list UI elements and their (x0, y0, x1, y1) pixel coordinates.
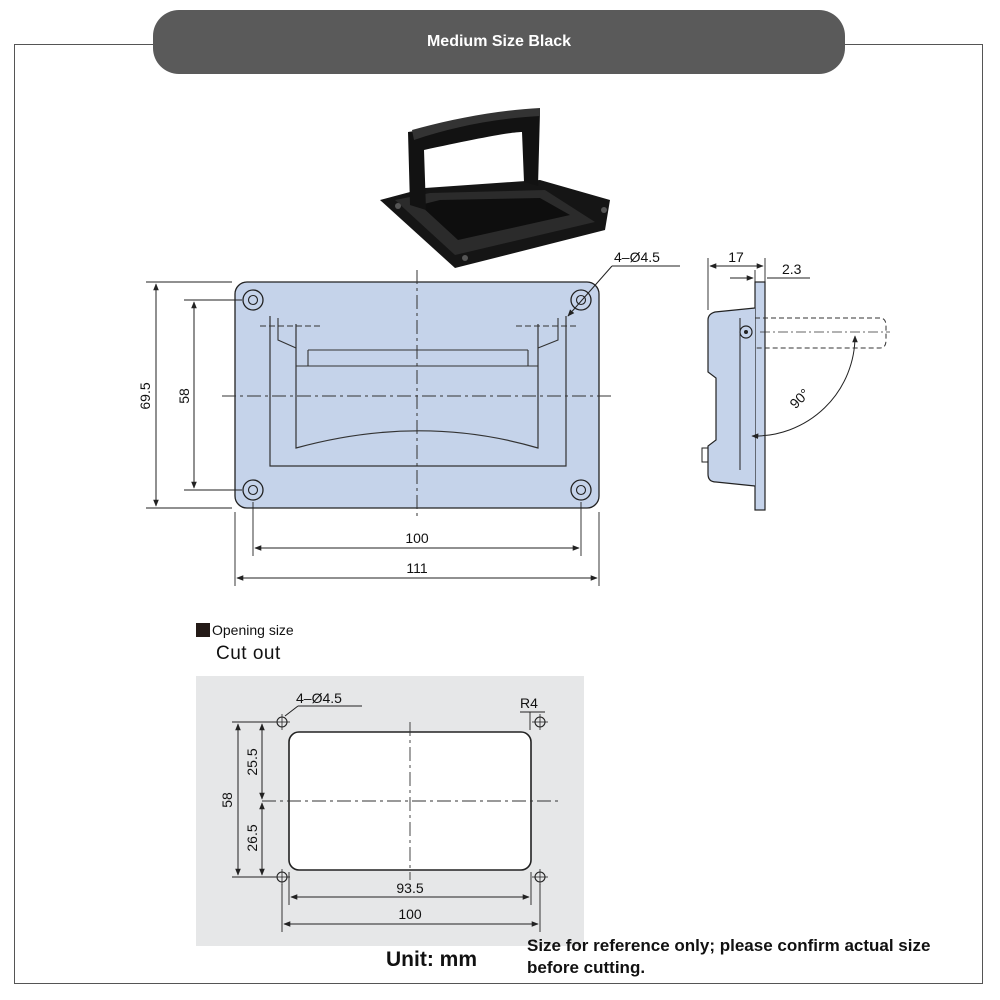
title-banner: Medium Size Black (153, 10, 845, 74)
top-holes-label: 4–Ø4.5 (614, 249, 660, 265)
angle-label: 90° (786, 385, 812, 411)
height-inner-label: 58 (176, 388, 192, 404)
width-outer-label: 111 (406, 560, 427, 576)
reference-note: Size for reference only; please confirm … (527, 936, 931, 977)
depth-label: 17 (728, 249, 744, 265)
cutout-title: Cut out (216, 643, 281, 664)
opening-size-label: Opening size (212, 622, 294, 638)
upper-half-label: 25.5 (244, 748, 260, 775)
product-photo (380, 108, 610, 268)
cutout-holes (274, 714, 548, 885)
hole-spacing-label: 100 (398, 906, 422, 922)
page-title: Medium Size Black (426, 33, 572, 50)
opening-width-label: 93.5 (396, 880, 423, 896)
cutout-height-label: 58 (219, 792, 235, 808)
radius-label: R4 (520, 695, 538, 711)
cutout-view: 4–Ø4.5 R4 58 25.5 26.5 93.5 100 (196, 676, 584, 946)
legend-square-icon (196, 623, 210, 637)
thickness-label: 2.3 (782, 261, 802, 277)
top-view: 4–Ø4.5 69.5 58 100 111 (137, 249, 680, 586)
lower-half-label: 26.5 (244, 824, 260, 851)
width-inner-label: 100 (405, 530, 429, 546)
mounting-holes (242, 289, 592, 501)
cutout-holes-label: 4–Ø4.5 (296, 690, 342, 706)
side-view: 90° 17 2.3 (701, 249, 890, 511)
unit-label: Unit: mm (386, 948, 477, 971)
opening-size-legend: Opening size (196, 622, 294, 638)
height-outer-label: 69.5 (137, 382, 153, 409)
